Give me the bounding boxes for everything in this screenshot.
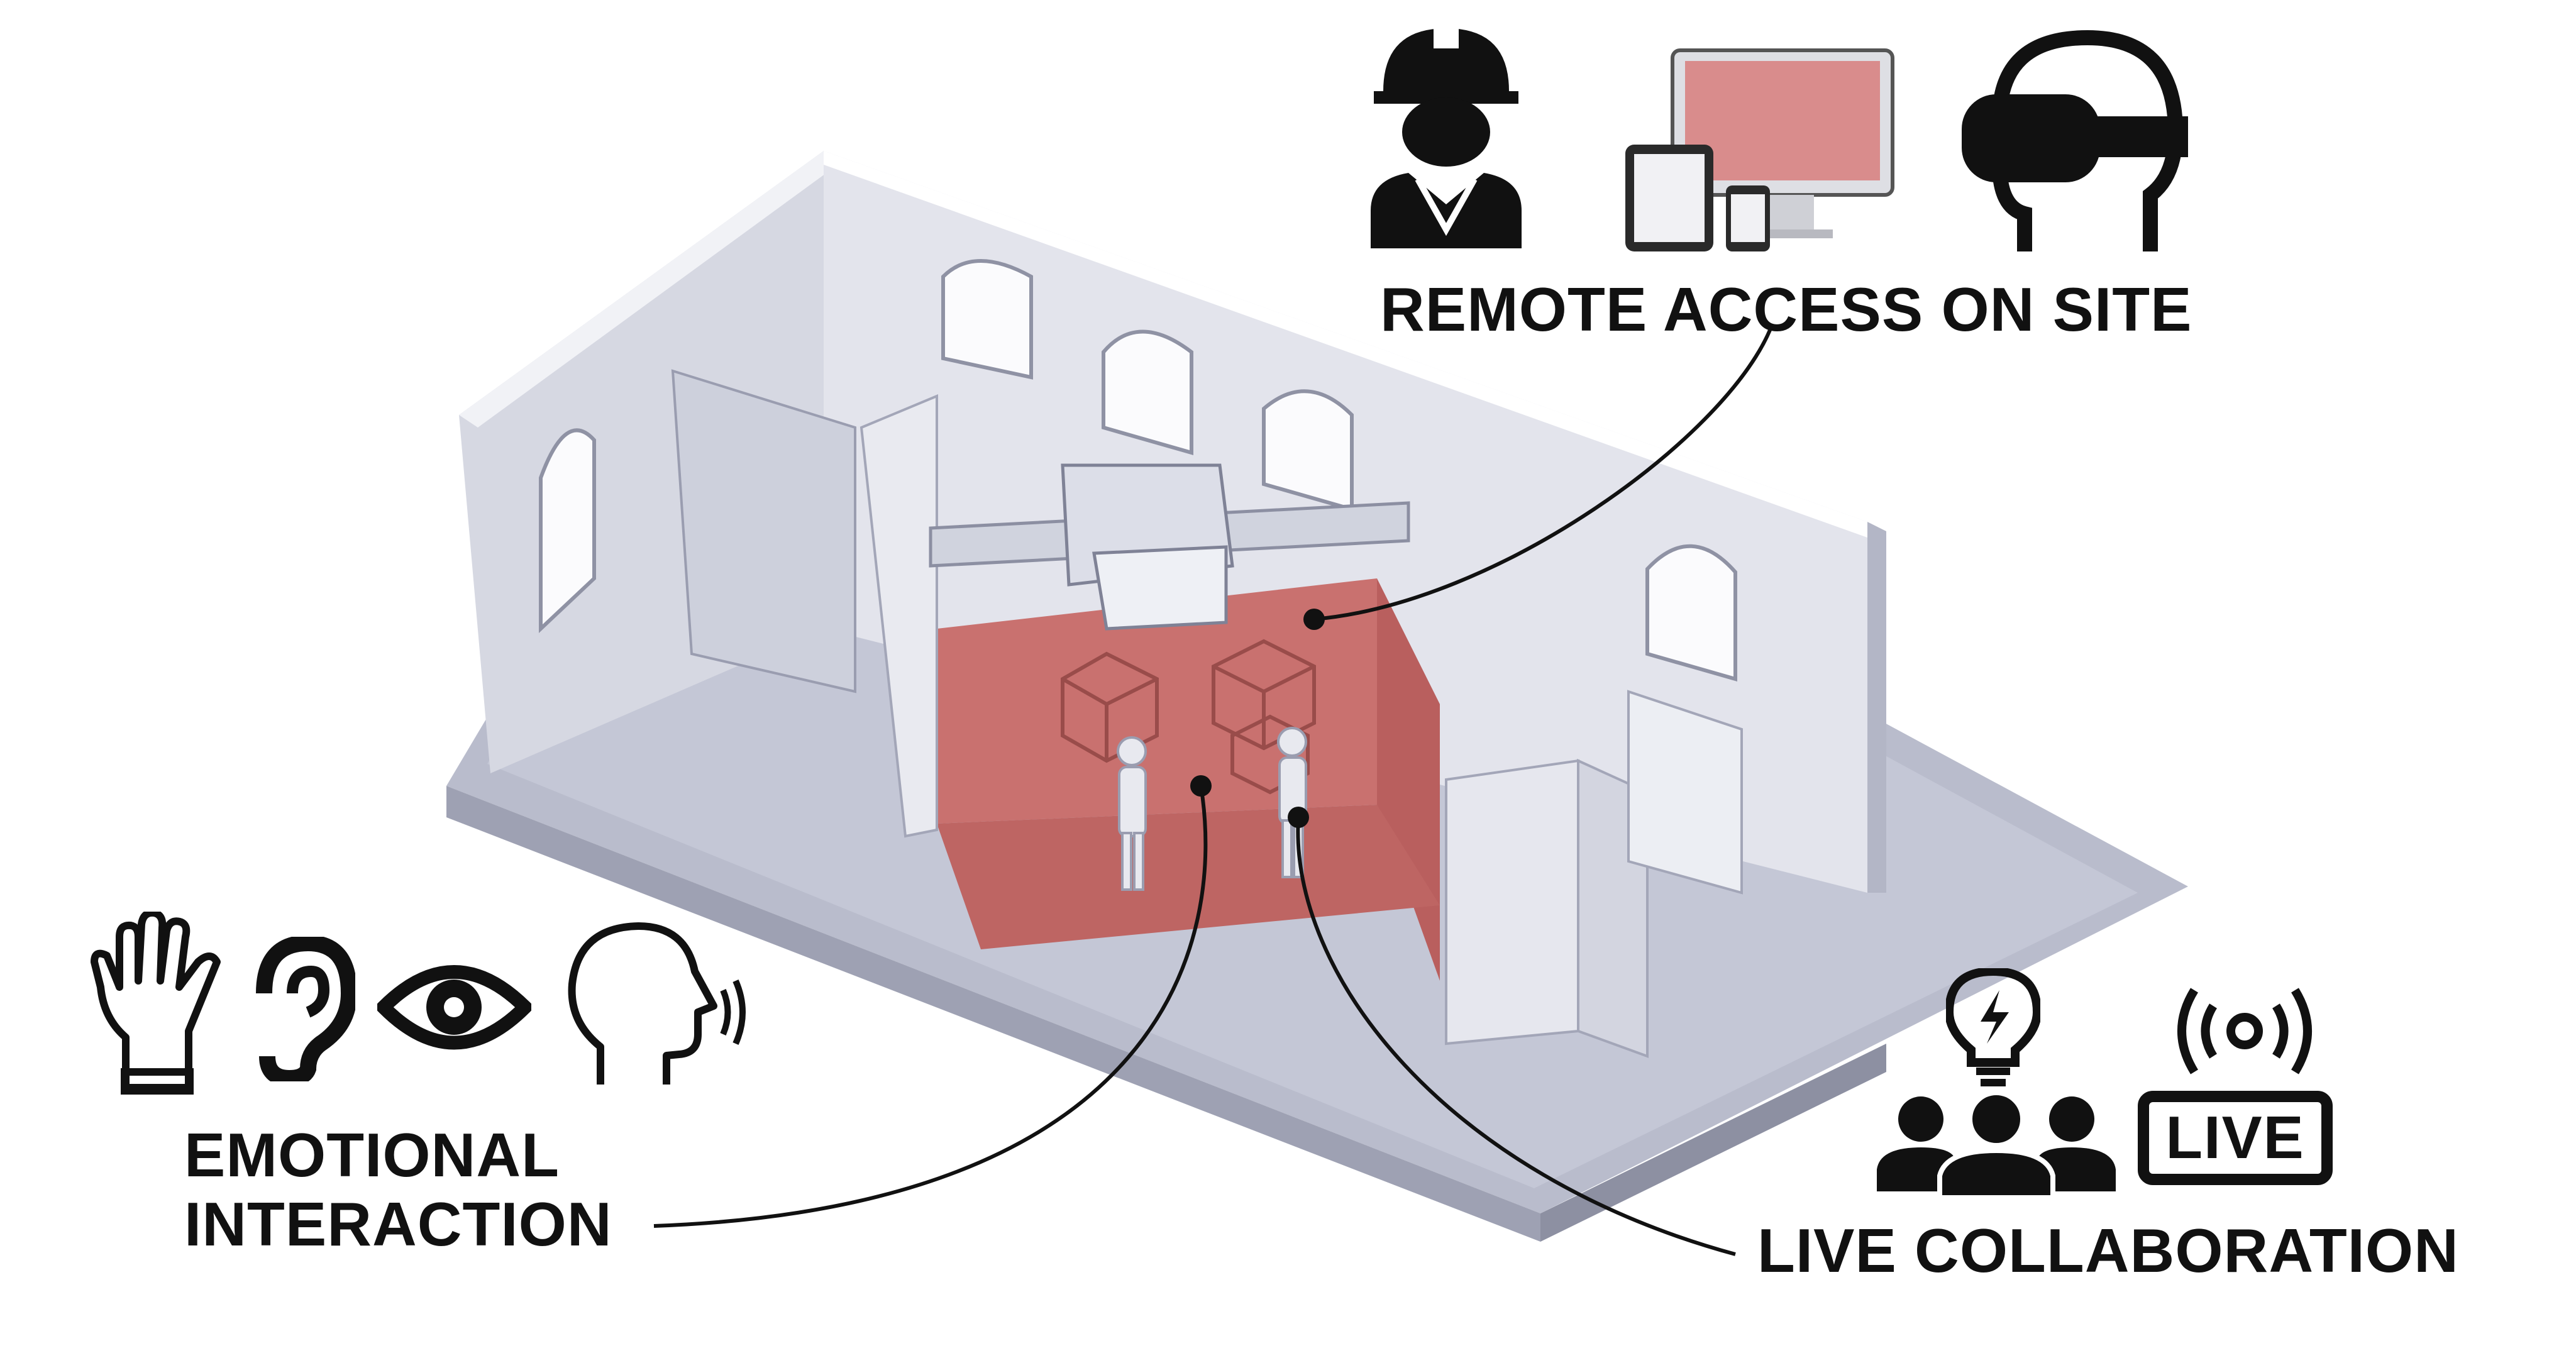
wireframe-cubes [1061, 639, 1316, 795]
dot-live [1288, 807, 1309, 828]
projector-screen [1092, 545, 1228, 631]
lightbulb-icon [1946, 968, 2040, 1086]
wall-back-top [824, 151, 1867, 538]
window-back-2 [1102, 329, 1193, 455]
dot-remote [1303, 609, 1325, 630]
slab-edge-left [446, 786, 1540, 1242]
room-divider-wall [860, 394, 938, 838]
vr-headset-icon [1962, 30, 2188, 251]
live-broadcast-icon: LIVE [2138, 981, 2352, 1207]
dot-emotional [1190, 775, 1212, 797]
connector-remote [1313, 329, 1772, 621]
window-back-1 [941, 259, 1033, 380]
construction-worker-icon [1371, 23, 1522, 248]
right-wall-panel [1627, 690, 1743, 895]
red-floor [937, 805, 1440, 949]
live-badge-text: LIVE [2165, 1104, 2305, 1171]
connector-emotional [653, 785, 1208, 1228]
slab-edge-right [1540, 1044, 1886, 1242]
connector-live [1296, 817, 1736, 1256]
live-badge: LIVE [2138, 1091, 2333, 1185]
person-right [1277, 727, 1307, 878]
emotional-label-line2: INTERACTION [184, 1189, 612, 1259]
emotional-interaction-label: EMOTIONAL INTERACTION [184, 1120, 612, 1259]
wall-right-end [1867, 522, 1886, 893]
broadcast-signal-icon [2177, 988, 2312, 1074]
person-left [1117, 736, 1147, 891]
ear-icon [256, 937, 355, 1081]
team-group-icon [1877, 1091, 2116, 1198]
speaking-head-icon [568, 922, 746, 1085]
wall-left-top [459, 151, 839, 428]
window-back-3 [1262, 389, 1354, 512]
live-collaboration-label: LIVE COLLABORATION [1757, 1216, 2459, 1285]
emotional-label-line1: EMOTIONAL [184, 1120, 560, 1190]
multi-device-icon [1625, 48, 1894, 251]
glove-hand-icon [91, 912, 221, 1095]
eye-icon [377, 965, 531, 1050]
window-left-wall [539, 428, 596, 633]
window-back-4 [1645, 544, 1737, 682]
remote-access-label: REMOTE ACCESS ON SITE [1380, 275, 2192, 344]
storage-block [671, 369, 856, 693]
